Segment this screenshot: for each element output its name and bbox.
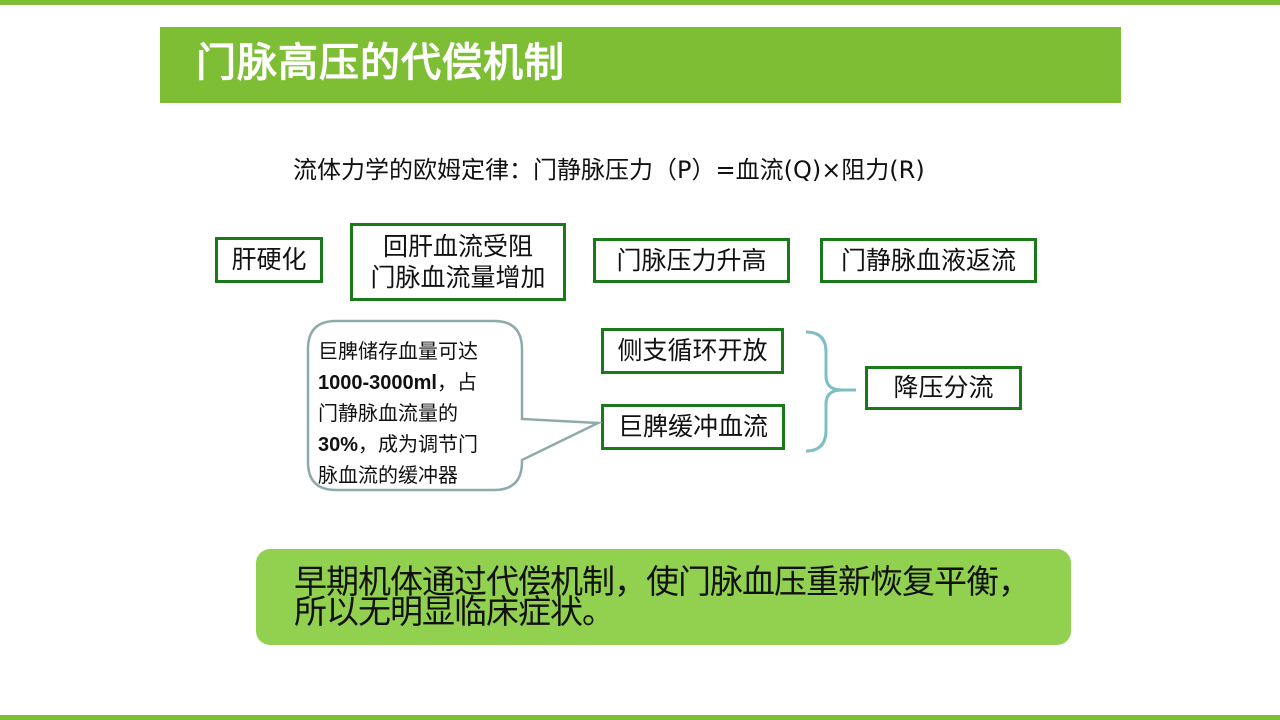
callout-line: 巨脾储存血量可达 (318, 339, 478, 363)
callout-line: 30%，成为调节门 (318, 429, 528, 461)
box-portal-reflux: 门静脉血液返流 (820, 238, 1037, 283)
box-decompression-shunt: 降压分流 (865, 366, 1022, 410)
conclusion-text: 早期机体通过代偿机制，使门脉血压重新恢复平衡， 所以无明显临床症状。 (294, 562, 1031, 631)
top-accent-bar (0, 0, 1280, 5)
box-label: 侧支循环开放 (617, 336, 768, 365)
callout-bold-value: 1000-3000ml (318, 371, 437, 394)
box-hepatic-flow-obstruction: 回肝血流受阻 门脉血流量增加 (350, 223, 566, 301)
callout-bold-value: 30% (318, 433, 359, 456)
slide-title: 门脉高压的代偿机制 (196, 40, 565, 86)
title-banner: 门脉高压的代偿机制 (160, 27, 1121, 103)
conclusion-panel: 早期机体通过代偿机制，使门脉血压重新恢复平衡， 所以无明显临床症状。 (256, 549, 1071, 645)
box-collateral-circulation: 侧支循环开放 (601, 328, 784, 374)
box-splenomegaly-buffer: 巨脾缓冲血流 (601, 404, 785, 450)
conclusion-line1: 早期机体通过代偿机制，使门脉血压重新恢复平衡， (294, 562, 1031, 601)
box-label: 降压分流 (893, 373, 994, 402)
ohm-law-formula: 流体力学的欧姆定律：门静脉压力（P）=血流(Q)×阻力(R) (293, 156, 925, 184)
box-label-line2: 门脉血流量增加 (370, 263, 546, 292)
callout-line-rest: ，占 (436, 369, 477, 394)
box-label: 肝硬化 (231, 245, 307, 274)
right-brace-icon (805, 330, 856, 453)
box-label: 门脉压力升高 (616, 245, 767, 275)
spleen-callout-text: 巨脾储存血量可达 1000-3000ml，占 门静脉血流量的 30%，成为调节门… (318, 336, 528, 491)
bottom-accent-bar (0, 715, 1280, 720)
box-label: 巨脾缓冲血流 (617, 412, 768, 441)
callout-line: 脉血流的缓冲器 (318, 463, 458, 487)
callout-line: 门静脉血流量的 (318, 401, 458, 425)
box-portal-pressure-rise: 门脉压力升高 (593, 238, 790, 283)
conclusion-line2: 所以无明显临床症状。 (294, 592, 615, 631)
box-liver-cirrhosis: 肝硬化 (215, 237, 323, 283)
callout-line-rest: ，成为调节门 (358, 431, 479, 456)
box-label: 门静脉血液返流 (840, 245, 1016, 275)
callout-line: 1000-3000ml，占 (318, 367, 528, 399)
box-label-line1: 回肝血流受阻 (382, 232, 533, 261)
